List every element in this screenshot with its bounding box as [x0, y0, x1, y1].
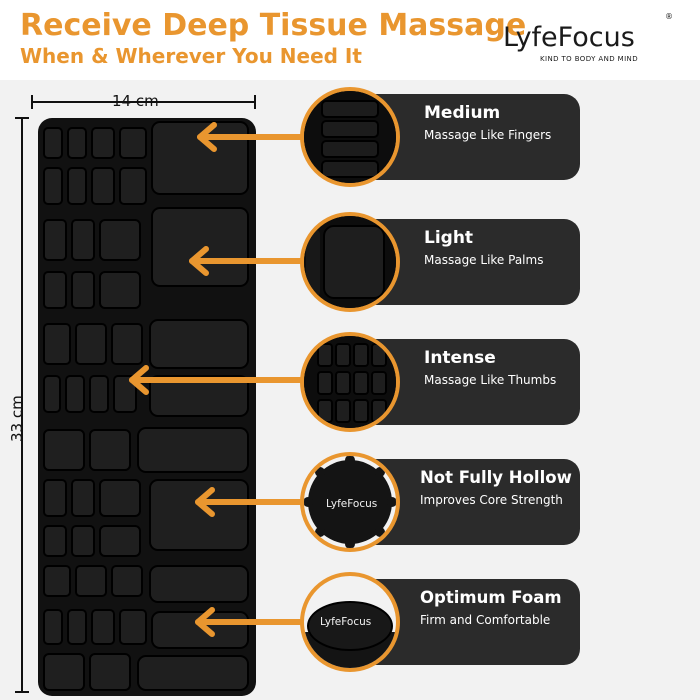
- detail-circle-hollow: LyfeFocus: [300, 452, 400, 552]
- feature-title: Light: [424, 228, 474, 248]
- arrow-intense: [129, 365, 303, 395]
- width-label: 14 cm: [112, 92, 159, 110]
- feature-title: Medium: [424, 103, 501, 123]
- feature-title: Intense: [424, 348, 496, 368]
- arrow-light: [189, 246, 303, 276]
- feature-intense: Intense Massage Like Thumbs: [300, 332, 580, 432]
- end-cap-logo: LyfeFocus: [326, 498, 378, 510]
- arrow-foam: [195, 607, 303, 637]
- detail-circle-medium: [300, 87, 400, 187]
- width-dimension-line: [31, 95, 256, 109]
- feature-light: Light Massage Like Palms: [300, 212, 580, 312]
- product-figure: 14 cm 33 cm Medium Massage Like Fingers: [0, 80, 700, 700]
- headline: Receive Deep Tissue Massage: [20, 8, 527, 43]
- feature-description: Massage Like Thumbs: [424, 373, 557, 387]
- detail-circle-intense: [300, 332, 400, 432]
- registered-mark: ®: [665, 12, 673, 21]
- arrow-hollow: [195, 487, 303, 517]
- roller-angled-view: [304, 601, 396, 668]
- feature-title: Optimum Foam: [420, 588, 562, 607]
- feature-description: Firm and Comfortable: [420, 613, 551, 627]
- feature-description: Massage Like Fingers: [424, 128, 552, 142]
- arrow-medium: [197, 122, 303, 152]
- texture-closeup: [304, 336, 396, 428]
- detail-circle-light: [300, 212, 400, 312]
- brand-logo: LyfeFocus KIND TO BODY AND MIND ®: [503, 12, 673, 72]
- header: Receive Deep Tissue Massage When & Where…: [0, 0, 700, 80]
- callout-arrows: [129, 122, 303, 637]
- texture-closeup: [304, 91, 396, 183]
- feature-description: Improves Core Strength: [420, 493, 563, 507]
- roller-grid-pattern: [43, 121, 249, 691]
- feature-medium: Medium Massage Like Fingers: [300, 87, 580, 187]
- feature-not-fully-hollow: LyfeFocus Not Fully Hollow Improves Core…: [300, 452, 580, 552]
- end-cap-logo: LyfeFocus: [320, 616, 372, 628]
- feature-description: Massage Like Palms: [424, 253, 544, 267]
- subheadline: When & Wherever You Need It: [20, 44, 362, 68]
- brand-name: LyfeFocus: [503, 22, 635, 53]
- roller-illustration: [15, 95, 303, 696]
- roller-end-view: [304, 456, 396, 548]
- texture-closeup: [304, 216, 396, 308]
- feature-title: Not Fully Hollow: [420, 468, 572, 487]
- height-label: 33 cm: [8, 395, 26, 442]
- height-dimension-line: [15, 117, 29, 693]
- detail-circle-foam: LyfeFocus: [300, 572, 400, 672]
- brand-tagline: KIND TO BODY AND MIND: [540, 55, 638, 63]
- feature-optimum-foam: LyfeFocus Optimum Foam Firm and Comforta…: [300, 572, 580, 672]
